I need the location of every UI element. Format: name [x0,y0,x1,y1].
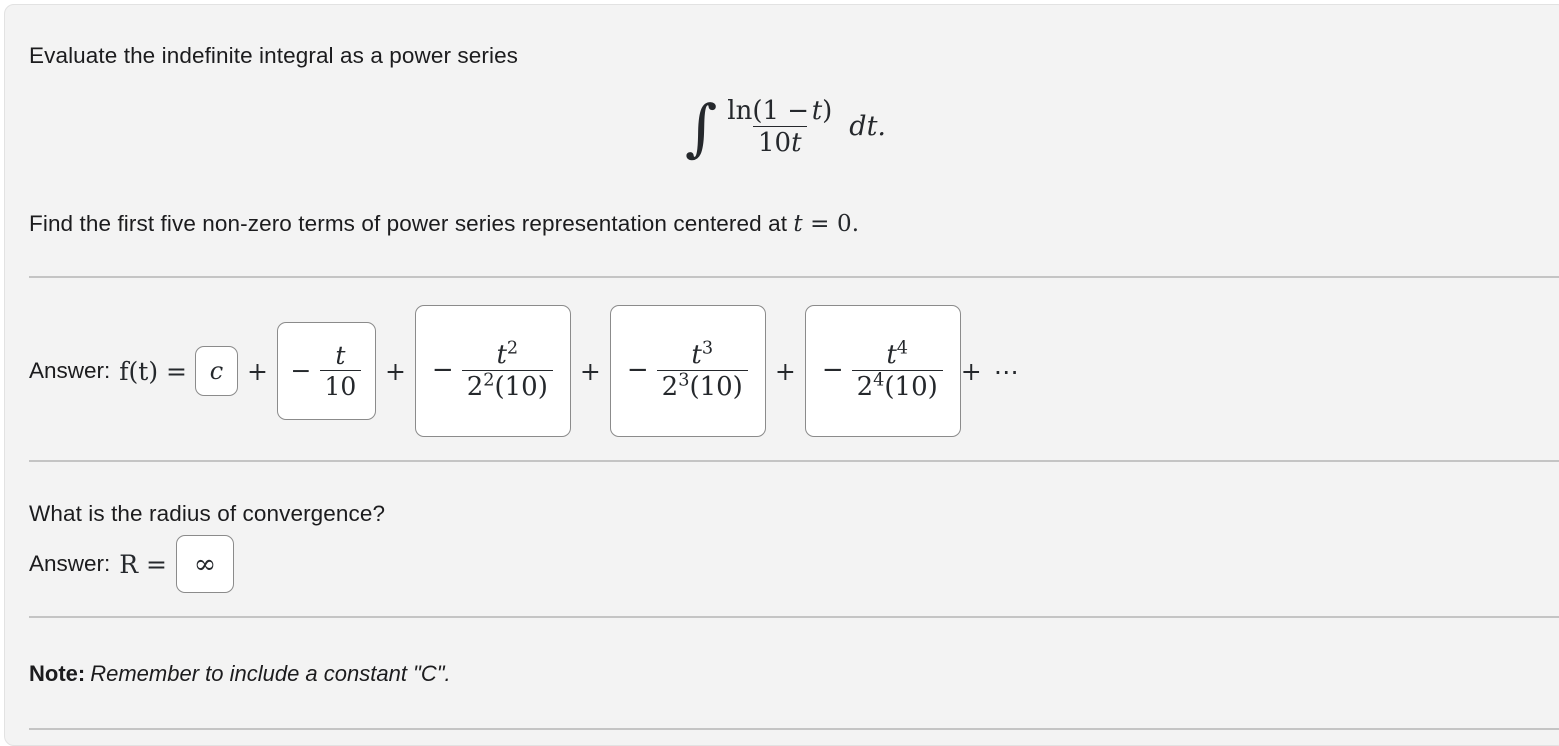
center-variable: t [793,211,803,237]
term-3-numerator: t3 [686,338,718,370]
radius-lead: R = [119,549,167,579]
answer-input-term-3[interactable]: − t3 23(10) [609,305,766,437]
integrand-denominator: 10t [753,126,807,157]
numerator-open-paren: (1 [752,96,788,126]
term-2-denominator-base: 2 [466,372,484,402]
term-2-fraction: t2 22(10) [461,338,553,402]
term-4-denominator-base: 2 [856,372,874,402]
term-4-numerator: t4 [881,338,913,370]
denominator-variable: t [791,128,802,159]
center-value: 0 [836,211,852,237]
series-trailing-ellipsis: + ⋯ [960,356,1021,386]
answer-row: Answer: f(t) = c + − t 10 + [29,305,1021,437]
radius-answer-label: Answer: [29,551,111,576]
plus-operator-3: + [579,356,601,386]
answer-input-radius[interactable]: ∞ [176,535,234,593]
answer-input-constant-term[interactable]: c [194,346,238,396]
divider-top [29,276,1559,278]
note-body: Remember to include a constant "C". [90,661,451,686]
integrand-fraction: ln(1 − t)10t [722,97,837,157]
integral-sign: ∫ [684,91,718,165]
term-2-numerator-base: t [496,339,507,370]
plus-operator-2: + [384,356,406,386]
divider-before-note [29,616,1559,618]
term-3-denominator-base: 2 [661,372,679,402]
term-2-sign: − [431,355,454,385]
term-2-denominator-exponent: 2 [483,370,495,391]
denominator-coefficient: 10 [758,128,792,159]
find-terms-instruction: Find the first five non-zero terms of po… [29,209,859,240]
plus-operator-4: + [774,356,796,386]
term-4-fraction: t4 24(10) [851,338,943,402]
term-1-numerator-base: t [335,341,346,370]
term-4-numerator-exponent: 4 [896,338,909,359]
numerator-minus: − [787,96,810,126]
term-3-numerator-exponent: 3 [701,338,714,359]
term-1-fraction: t 10 [319,342,362,401]
answer-input-term-1[interactable]: − t 10 [276,322,376,420]
centered-at-math: t = 0. [793,211,859,237]
problem-card-inner: Evaluate the indefinite integral as a po… [5,5,1559,745]
term-4-sign: − [821,355,844,385]
term-3-denominator-exponent: 3 [678,370,690,391]
answer-input-term-4[interactable]: − t4 24(10) [804,305,961,437]
term-2-numerator-exponent: 2 [506,338,519,359]
term-3-numerator-base: t [691,339,702,370]
term-2-denominator-factor: (10) [494,372,548,402]
note-line: Note:Remember to include a constant "C". [29,661,451,687]
term-2-denominator: 22(10) [461,370,553,402]
answer-input-term-2[interactable]: − t2 22(10) [414,305,571,437]
differential-dt: dt. [849,110,887,142]
find-terms-text-before: Find the first five non-zero terms of po… [29,211,794,236]
term-3-sign: − [626,355,649,385]
term-3-denominator-factor: (10) [689,372,743,402]
term-3-fraction: t3 23(10) [656,338,748,402]
find-terms-period: . [851,211,860,237]
divider-middle [29,460,1559,462]
problem-statement: Evaluate the indefinite integral as a po… [29,43,519,68]
plus-operator-1: + [246,356,268,386]
numerator-variable: t [811,96,823,126]
term-1-denominator-base: 10 [324,372,357,401]
term-1-sign: − [290,355,312,385]
term-4-numerator-base: t [886,339,897,370]
term-3-denominator: 23(10) [656,370,748,402]
integrand-numerator: ln(1 − t) [722,97,837,126]
divider-bottom [29,728,1559,730]
infinity-icon: ∞ [193,548,217,580]
term-1-numerator: t [330,342,350,370]
function-lead: f(t) = [119,356,187,386]
natural-log-operator: ln [727,96,753,126]
note-label: Note: [29,661,86,686]
term-4-denominator: 24(10) [851,370,943,402]
constant-term-value: c [209,357,224,385]
answer-label: Answer: [29,358,111,383]
numerator-close-paren: ) [822,96,833,126]
radius-of-convergence-answer-row: Answer: R = ∞ [29,535,234,593]
term-1-denominator: 10 [319,370,362,401]
center-equals: = [810,211,830,237]
term-4-denominator-exponent: 4 [873,370,885,391]
term-4-denominator-factor: (10) [884,372,938,402]
radius-of-convergence-question: What is the radius of convergence? [29,501,386,526]
term-2-numerator: t2 [491,338,523,370]
problem-card: Evaluate the indefinite integral as a po… [4,4,1559,746]
